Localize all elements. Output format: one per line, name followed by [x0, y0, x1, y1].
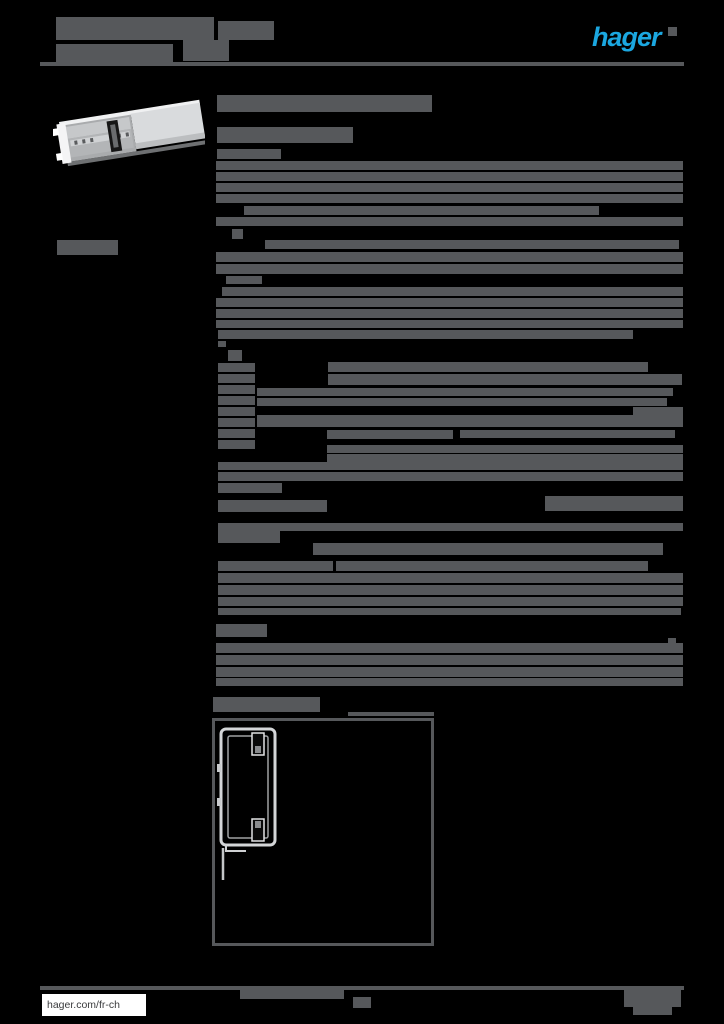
- product-photo: [52, 86, 209, 186]
- redacted-text-bar: [633, 407, 683, 415]
- redacted-text-bar: [218, 363, 255, 372]
- redacted-text-bar: [216, 298, 683, 307]
- redacted-text-bar: [668, 638, 676, 644]
- redacted-text-bar: [327, 454, 683, 462]
- redacted-text-bar: [218, 330, 633, 339]
- redacted-text-bar: [216, 320, 683, 328]
- redacted-text-bar: [216, 217, 683, 226]
- drawing-frame: [212, 718, 434, 946]
- redacted-text-bar: [257, 398, 667, 406]
- hager-logo: hager: [592, 22, 662, 52]
- redacted-text-bar: [313, 543, 663, 555]
- redacted-text-bar: [216, 172, 683, 181]
- redacted-text-bar: [348, 712, 434, 716]
- redacted-text-bar: [240, 986, 344, 999]
- redacted-text-bar: [218, 429, 255, 438]
- redacted-text-bar: [218, 472, 683, 481]
- redacted-text-bar: [218, 483, 282, 493]
- redacted-text-bar: [217, 127, 353, 143]
- redacted-text-bar: [327, 445, 683, 453]
- redacted-text-bar: [222, 287, 683, 296]
- redacted-text-bar: [216, 161, 683, 170]
- redacted-text-bar: [217, 95, 432, 112]
- redacted-text-bar: [228, 350, 242, 361]
- redacted-text-bar: [216, 667, 683, 677]
- redacted-text-bar: [218, 407, 255, 416]
- redacted-text-bar: [353, 997, 371, 1008]
- redacted-text-bar: [56, 17, 214, 40]
- redacted-text-bar: [40, 62, 684, 66]
- redacted-text-bar: [216, 183, 683, 192]
- redacted-text-bar: [257, 388, 673, 396]
- redacted-text-bar: [183, 40, 229, 61]
- redacted-text-bar: [56, 44, 173, 63]
- footer-website-link-label: hager.com/fr-ch: [47, 999, 120, 1011]
- redacted-text-bar: [217, 149, 281, 159]
- redacted-text-bar: [668, 27, 677, 36]
- redacted-text-bar: [218, 462, 683, 470]
- redacted-text-bar: [218, 523, 683, 531]
- redacted-text-bar: [218, 440, 255, 449]
- trunking-cross-section-drawing: [216, 722, 296, 887]
- redacted-text-bar: [218, 21, 274, 40]
- redacted-text-bar: [265, 240, 679, 249]
- redacted-text-bar: [218, 585, 683, 595]
- redacted-text-bar: [40, 986, 684, 990]
- redacted-text-bar: [216, 643, 683, 653]
- redacted-text-bar: [232, 229, 243, 239]
- redacted-text-bar: [218, 561, 333, 571]
- redacted-text-bar: [216, 624, 267, 637]
- redacted-text-bar: [218, 385, 255, 394]
- redacted-text-bar: [545, 496, 683, 511]
- redacted-text-bar: [327, 430, 453, 439]
- redacted-text-bar: [216, 655, 683, 665]
- redacted-text-bar: [226, 276, 262, 284]
- redacted-text-bar: [633, 1007, 672, 1015]
- redacted-text-bar: [624, 990, 681, 1007]
- redacted-text-bar: [218, 500, 327, 512]
- redacted-text-bar: [257, 415, 683, 427]
- redacted-text-bar: [216, 194, 683, 203]
- redacted-text-bar: [218, 374, 255, 383]
- redacted-text-bar: [216, 678, 683, 686]
- redacted-text-bar: [57, 240, 118, 255]
- redacted-text-bar: [336, 561, 648, 571]
- redacted-text-bar: [218, 396, 255, 405]
- redacted-text-bar: [216, 252, 683, 262]
- redacted-text-bar: [218, 597, 683, 606]
- redacted-text-bar: [218, 418, 255, 427]
- redacted-text-bar: [460, 430, 675, 438]
- redacted-text-bar: [244, 206, 599, 215]
- redacted-text-bar: [218, 531, 280, 543]
- redacted-text-bar: [218, 341, 226, 347]
- footer-website-link[interactable]: hager.com/fr-ch: [42, 994, 146, 1016]
- redacted-text-bar: [216, 264, 683, 274]
- redacted-text-bar: [218, 573, 683, 583]
- trunking-photo-graphic: [52, 99, 209, 167]
- redacted-text-bar: [218, 608, 681, 615]
- redacted-text-bar: [213, 697, 320, 712]
- redacted-text-bar: [216, 309, 683, 318]
- redacted-text-bar: [328, 362, 648, 372]
- redacted-text-bar: [328, 374, 682, 385]
